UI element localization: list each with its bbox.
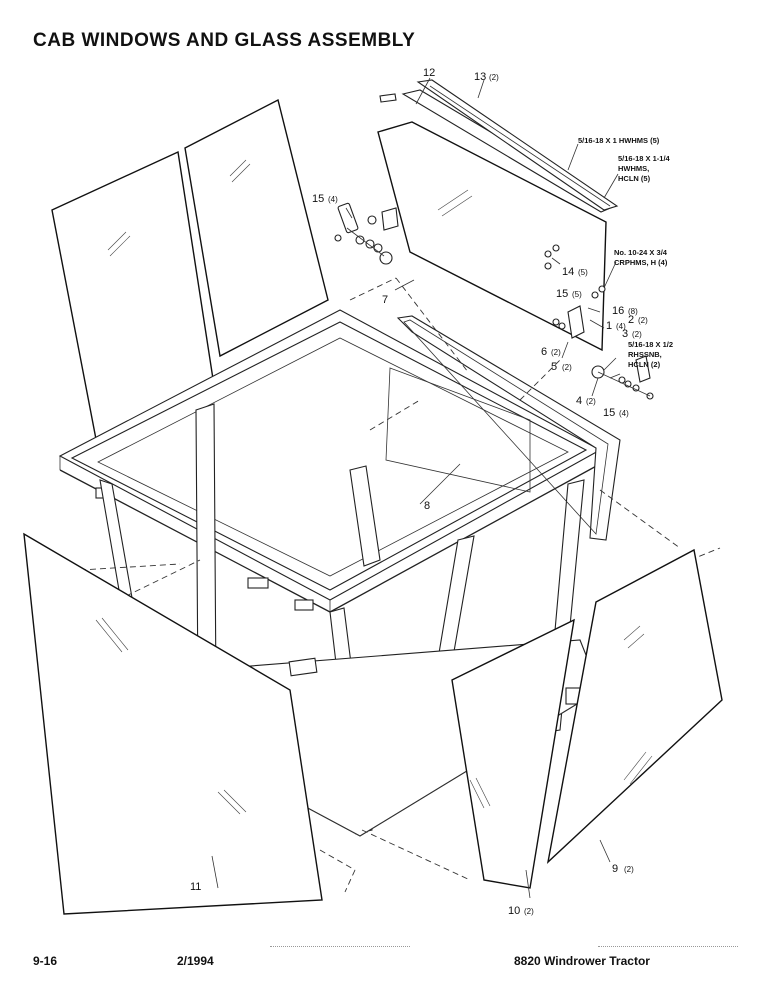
callout-15-right: 15 [603,407,615,419]
spec-4b: RHSSNB, [628,350,662,359]
spec-4c: HCLN (2) [628,360,661,369]
hardware-left [334,202,399,265]
revision-date: 2/1994 [177,954,214,968]
side-glass-inner [184,98,329,358]
callout-15-mid: 15 [556,288,568,300]
product-name: 8820 Windrower Tractor [514,954,650,968]
spec-2a: 5/16-18 X 1-1/4 [618,154,671,163]
callout-7: 7 [382,294,388,306]
callout-2: 2 [628,314,634,326]
footer-rule-right [598,946,738,947]
spec-2b: HWHMS, [618,164,649,173]
callout-14: 14 [562,266,574,278]
left-side-glass-11 [23,532,323,915]
callout-4: 4 [576,395,582,407]
callout-4-qty: (2) [586,397,596,406]
callout-6-qty: (2) [551,348,561,357]
callout-6: 6 [541,346,547,358]
callout-11: 11 [190,881,201,893]
callout-9-qty: (2) [624,865,634,874]
page-number: 9-16 [33,954,58,968]
spec-2c: HCLN (5) [618,174,651,183]
seal-strip-12 [379,93,397,103]
callout-16: 16 [612,305,624,317]
callout-15-right-qty: (4) [619,409,629,418]
page-title: CAB WINDOWS AND GLASS ASSEMBLY [33,30,416,51]
footer-rule-left [270,946,410,947]
callout-15-left-qty: (4) [328,195,338,204]
upper-left-glass-panels [51,98,329,462]
callout-10: 10 [508,905,520,917]
door-seal-8 [385,315,621,541]
callout-3-qty: (2) [632,330,642,339]
callout-5-qty: (2) [562,363,572,372]
callout-13: 13 [474,71,486,83]
callout-2-qty: (2) [638,316,648,325]
callout-12: 12 [423,67,435,79]
callout-15-left: 15 [312,193,324,205]
top-strips [379,79,619,213]
callout-5: 5 [551,361,557,373]
leader-lines [211,77,621,899]
callout-16-qty: (8) [628,307,638,316]
spec-4a: 5/16-18 X 1/2 [628,340,673,349]
callout-14-qty: (5) [578,268,588,277]
hardware-spec-labels: 5/16-18 X 1 HWHMS (5) 5/16-18 X 1-1/4 HW… [578,136,673,369]
callout-1: 1 [606,320,612,332]
callout-9: 9 [612,863,618,875]
callout-8: 8 [424,500,430,512]
callout-10-qty: (2) [524,907,534,916]
hardware-right [544,244,654,400]
spec-1: 5/16-18 X 1 HWHMS (5) [578,136,660,145]
callout-3: 3 [622,328,628,340]
callout-13-qty: (2) [489,73,499,82]
spec-3b: CRPHMS, H (4) [614,258,668,267]
rear-window-glass [377,121,607,352]
right-glass-9 [546,548,723,864]
door-glass-10 [451,618,575,889]
callout-15-mid-qty: (5) [572,290,582,299]
spec-3a: No. 10-24 X 3/4 [614,248,668,257]
callout-1-qty: (4) [616,322,626,331]
callout-labels: 12 13 (2) 15 (4) 7 14 (5) 15 (5) 16 (8) … [190,67,648,917]
